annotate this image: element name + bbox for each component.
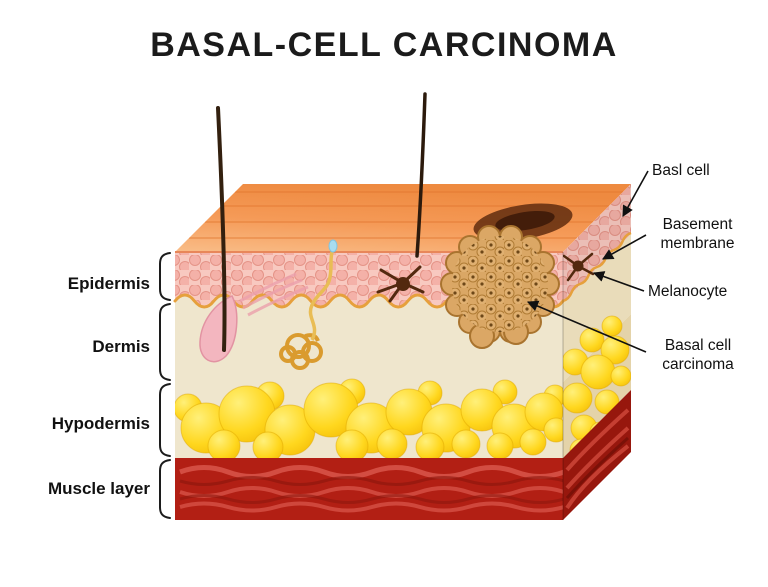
dermis-label: Dermis [92,337,150,356]
muscle-layer-label: Muscle layer [47,479,150,498]
hair-shaft-1 [216,106,227,352]
melanocyte-callout: Melanocyte [648,283,728,300]
hair-shaft-2 [415,92,427,258]
tumor-mass [440,225,560,349]
carcinoma-leader [526,300,647,353]
basement-membrane-callout: Basement membrane [660,216,735,252]
sweat-duct [308,251,334,341]
diagram-title: BASAL-CELL CARCINOMA [150,26,618,64]
dermis-bracket [159,303,171,381]
skin-surface-top-face [175,184,631,252]
melanocyte-cell-side [562,252,595,282]
basl-cell-leader [622,170,649,217]
muscle-side-fibers [565,408,630,510]
dermis-side [563,234,631,382]
basal-cell-carcinoma-callout: Basal cell carcinoma [662,337,734,373]
epidermis-side [563,184,631,302]
muscle-fibers [179,465,563,513]
epidermis-bracket [159,252,171,301]
hypodermis-bracket [159,383,171,457]
basl-cell-callout: Basl cell [652,162,710,179]
hair-follicle [199,272,309,363]
basement-membrane-leader [602,234,647,260]
side-face [562,184,632,520]
melanocyte-cell [376,265,425,303]
epidermis-label: Epidermis [67,274,150,293]
layer-brackets [159,252,171,519]
basement-membrane-side-line [562,231,632,303]
hypodermis-label: Hypodermis [51,414,150,433]
muscle-bracket [159,459,171,519]
melanocyte-leader [592,271,645,292]
fat-globules [175,378,563,463]
arrector-pili-muscle [239,272,309,317]
sweat-droplet [328,239,338,253]
callout-leader-lines [526,170,649,353]
